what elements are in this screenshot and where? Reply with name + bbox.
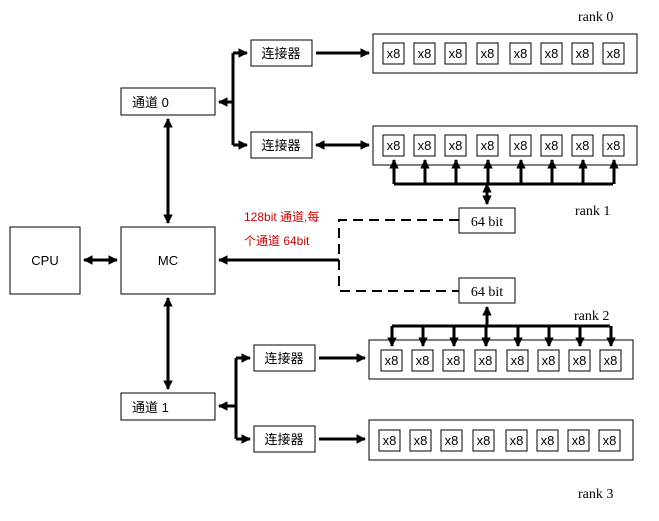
x8-chip [442, 349, 465, 372]
x8-chip [506, 349, 529, 372]
x8-chip [568, 349, 591, 372]
x8-chip-label: x8 [449, 138, 463, 153]
x8-chip [444, 134, 467, 157]
bus-64bit-label-upper: 64 bit [471, 215, 503, 230]
x8-chip-label: x8 [607, 138, 621, 153]
x8-chip-label: x8 [514, 46, 528, 61]
x8-chip-label: x8 [604, 353, 618, 368]
channel-1-label: 通道 1 [132, 400, 169, 415]
x8-chip-label: x8 [477, 433, 491, 448]
x8-chip [509, 134, 532, 157]
x8-chip-label: x8 [481, 46, 495, 61]
channel-0-box [120, 87, 216, 116]
x8-chip [476, 134, 499, 157]
connector-label: 连接器 [261, 138, 300, 153]
x8-chip [380, 349, 403, 372]
x8-chip [378, 429, 401, 452]
x8-chip-label: x8 [514, 138, 528, 153]
x8-chip [602, 134, 625, 157]
x8-chip-label: x8 [576, 138, 590, 153]
x8-chip-label: x8 [545, 138, 559, 153]
x8-chip-label: x8 [479, 353, 493, 368]
mc-label: MC [158, 253, 178, 268]
x8-chip-label: x8 [481, 138, 495, 153]
x8-chip-label: x8 [542, 353, 556, 368]
rank-0-module [372, 33, 638, 74]
x8-chip-label: x8 [576, 46, 590, 61]
chips-group: x8 x8 x8 x8 x8 x8 x8 x8 x8 x8 x8 x8 x8 x8 x8 x8 x8 x8 x8 x8… [378, 42, 625, 452]
rank1-bus-taps [389, 159, 619, 184]
x8-chip [413, 42, 436, 65]
x8-chip [476, 42, 499, 65]
connector-label: 连接器 [264, 432, 303, 447]
x8-chip [540, 42, 563, 65]
x8-chip-label: x8 [418, 46, 432, 61]
note-line-2: 个通道 64bit [244, 234, 310, 248]
rank-2-module [368, 339, 634, 380]
bus-64bit-label-lower: 64 bit [471, 285, 503, 300]
x8-chip-label: x8 [383, 433, 397, 448]
x8-chip-label: x8 [541, 433, 555, 448]
x8-chip [409, 429, 432, 452]
rank-1-label: rank 1 [575, 204, 610, 219]
memory-controller-box [120, 226, 216, 295]
x8-chip-label: x8 [385, 353, 399, 368]
x8-chip-label: x8 [545, 46, 559, 61]
x8-chip [567, 429, 590, 452]
x8-chip [382, 42, 405, 65]
connector-box [253, 425, 316, 453]
x8-chip [440, 429, 463, 452]
x8-chip [509, 42, 532, 65]
connector-box [253, 344, 316, 372]
x8-chip-label: x8 [607, 46, 621, 61]
x8-chip-label: x8 [449, 46, 463, 61]
channel-0-label: 通道 0 [132, 95, 169, 110]
x8-chip [598, 429, 621, 452]
x8-chip [474, 349, 497, 372]
x8-chip [536, 429, 559, 452]
x8-chip-label: x8 [416, 353, 430, 368]
bus-64bit-box-lower [458, 277, 516, 304]
rank-1-module [372, 125, 638, 166]
cpu-box [9, 226, 81, 295]
x8-chip-label: x8 [414, 433, 428, 448]
x8-chip [472, 429, 495, 452]
connector-box [250, 131, 313, 159]
x8-chip-label: x8 [603, 433, 617, 448]
rank2-bus-taps [387, 326, 616, 347]
x8-chip [540, 134, 563, 157]
x8-chip [382, 134, 405, 157]
cpu-label: CPU [31, 253, 58, 268]
x8-chip-label: x8 [387, 46, 401, 61]
x8-chip-label: x8 [447, 353, 461, 368]
x8-chip [599, 349, 622, 372]
x8-chip [505, 429, 528, 452]
bus-dashed-connection [338, 219, 459, 292]
rank-0-label: rank 0 [578, 10, 613, 25]
x8-chip [444, 42, 467, 65]
x8-chip-label: x8 [445, 433, 459, 448]
rank-3-label: rank 3 [578, 487, 613, 502]
x8-chip-label: x8 [510, 433, 524, 448]
x8-chip [571, 42, 594, 65]
channel-1-box [120, 392, 216, 421]
x8-chip [602, 42, 625, 65]
x8-chip-label: x8 [573, 353, 587, 368]
x8-chip [571, 134, 594, 157]
x8-chip-label: x8 [387, 138, 401, 153]
connector-label: 连接器 [264, 351, 303, 366]
x8-chip [411, 349, 434, 372]
x8-chip [537, 349, 560, 372]
connector-label: 连接器 [261, 46, 300, 61]
note-line-1: 128bit 通道,每 [244, 209, 319, 224]
x8-chip-label: x8 [418, 138, 432, 153]
rank-2-label: rank 2 [574, 309, 609, 324]
rank-3-module [368, 419, 634, 461]
x8-chip [413, 134, 436, 157]
connector-box [250, 39, 313, 67]
x8-chip-label: x8 [511, 353, 525, 368]
x8-chip-label: x8 [572, 433, 586, 448]
